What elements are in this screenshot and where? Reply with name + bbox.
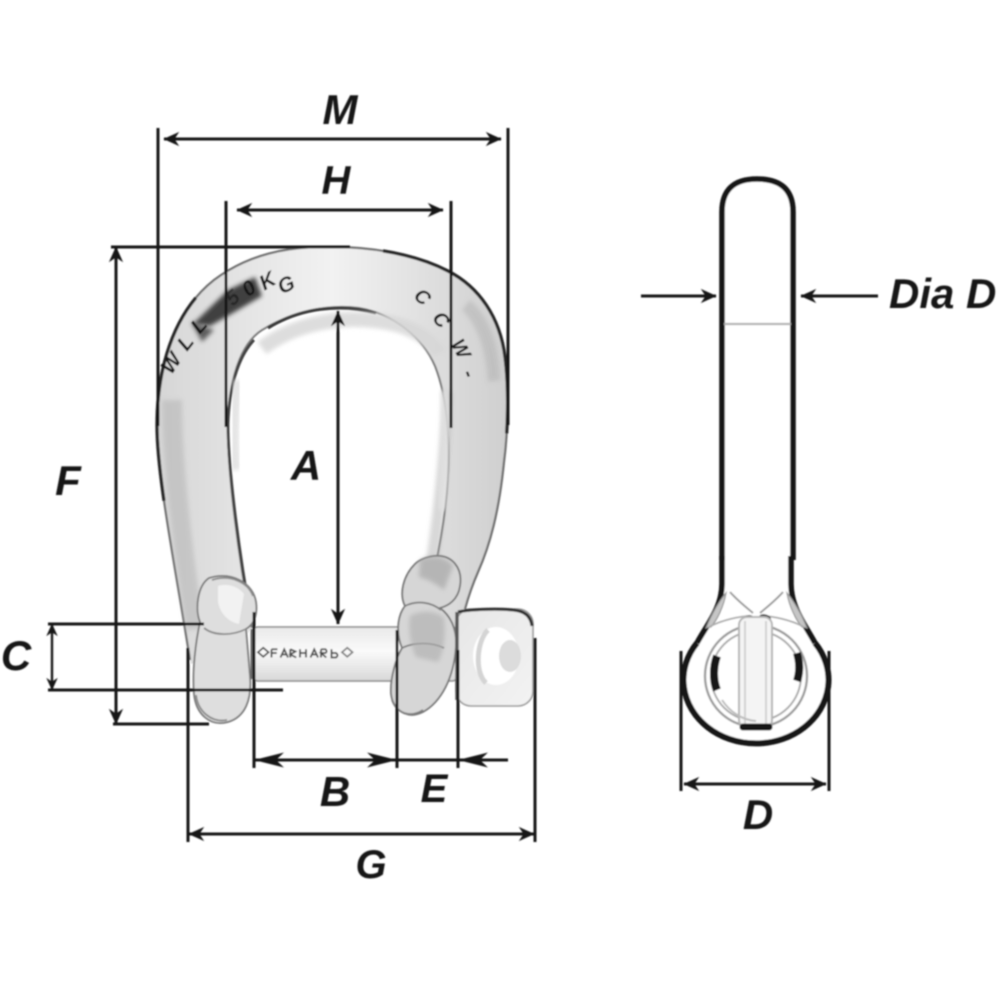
svg-text:C: C <box>1 632 32 679</box>
svg-text:M: M <box>323 86 359 133</box>
svg-text:F: F <box>55 457 82 504</box>
svg-text:Dia D: Dia D <box>889 270 996 317</box>
svg-text:D: D <box>743 791 773 838</box>
svg-text:A: A <box>290 442 321 489</box>
svg-text:G: G <box>355 843 386 887</box>
svg-text:B: B <box>320 768 350 815</box>
svg-text:E: E <box>421 767 449 811</box>
svg-text:H: H <box>322 159 352 203</box>
